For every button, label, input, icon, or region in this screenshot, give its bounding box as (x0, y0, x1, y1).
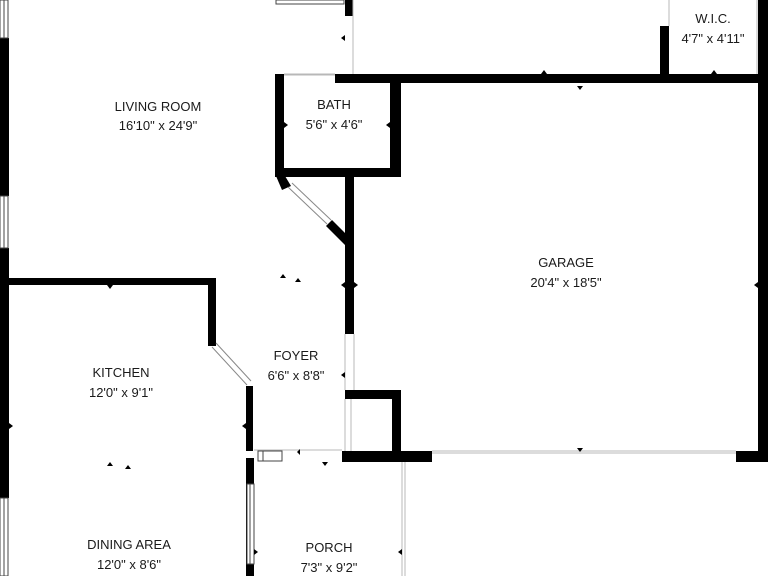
room-name-bath: BATH (317, 97, 351, 112)
angled-doorways (211, 182, 332, 386)
doorway-line (291, 182, 332, 221)
room-name-kitchen: KITCHEN (92, 365, 150, 380)
marker (322, 462, 328, 466)
marker (242, 423, 246, 429)
marker (341, 372, 345, 378)
marker (254, 549, 258, 555)
marker (107, 462, 113, 466)
marker (398, 549, 402, 555)
windows (0, 0, 345, 577)
room-name-foyer: FOYER (273, 348, 319, 363)
doorway-line (211, 346, 248, 386)
doorway-line (215, 342, 252, 382)
wall (345, 390, 401, 399)
room-name-wic: W.I.C. (695, 11, 731, 26)
wall (275, 168, 401, 177)
door-stub (257, 450, 283, 462)
wall (0, 38, 9, 196)
marker (711, 70, 717, 74)
wall (246, 386, 253, 451)
wall (9, 278, 216, 285)
marker (284, 122, 288, 128)
marker (354, 282, 358, 288)
marker (577, 86, 583, 90)
wall (208, 278, 216, 346)
marker (341, 35, 345, 41)
wall (392, 390, 401, 460)
room-dimensions-porch: 7'3" x 9'2" (300, 560, 358, 575)
thin-lines (254, 0, 758, 576)
room-dimensions-dining-area: 12'0" x 8'6" (96, 557, 162, 572)
marker (107, 285, 113, 289)
wall (335, 74, 768, 83)
wall (390, 74, 401, 177)
window (275, 0, 345, 5)
marker (297, 449, 300, 455)
wall (345, 0, 353, 16)
wall (345, 176, 354, 334)
wall (736, 451, 768, 462)
marker (125, 465, 131, 469)
marker (541, 70, 547, 74)
marker (577, 448, 583, 452)
room-name-porch: PORCH (305, 540, 353, 555)
wall (275, 74, 284, 176)
room-name-living-room: LIVING ROOM (114, 99, 202, 114)
room-dimensions-living-room: 16'10" x 24'9" (118, 118, 198, 133)
wall (0, 248, 9, 498)
wall (326, 220, 352, 246)
wall (758, 0, 768, 462)
room-dimensions-foyer: 6'6" x 8'8" (267, 368, 325, 383)
marker (386, 122, 390, 128)
doorway-line (287, 186, 328, 225)
room-dimensions-garage: 20'4" x 18'5" (530, 275, 602, 290)
wall (660, 26, 669, 83)
room-dimensions-wic: 4'7" x 4'11" (681, 31, 745, 46)
marker (754, 282, 758, 288)
wall (342, 451, 432, 462)
marker (295, 278, 301, 282)
marker (341, 282, 345, 288)
room-name-dining-area: DINING AREA (87, 537, 171, 552)
marker (9, 423, 13, 429)
wall (276, 176, 291, 190)
marker (280, 274, 286, 278)
markers (9, 35, 758, 555)
room-dimensions-bath: 5'6" x 4'6" (305, 117, 363, 132)
room-dimensions-kitchen: 12'0" x 9'1" (88, 385, 154, 400)
room-name-garage: GARAGE (538, 255, 594, 270)
